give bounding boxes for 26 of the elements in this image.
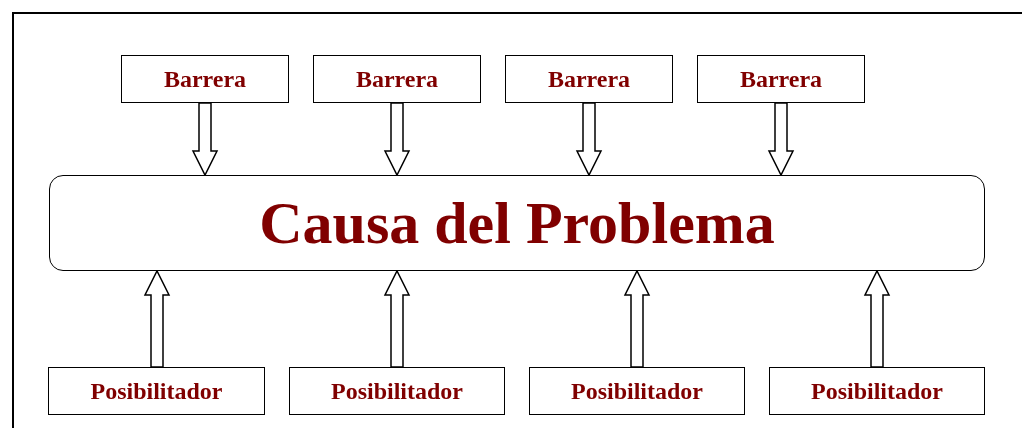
block-arrow: [143, 269, 171, 368]
label-box: [121, 55, 289, 103]
label-box: [313, 55, 481, 103]
label-box: [48, 367, 265, 415]
box-label: Posibilitador: [571, 377, 703, 405]
label-box: [529, 367, 745, 415]
box-label: Posibilitador: [331, 377, 463, 405]
block-arrow: [191, 102, 219, 177]
box-label: Posibilitador: [811, 377, 943, 405]
label-box: [289, 367, 505, 415]
box-label: Posibilitador: [90, 377, 223, 405]
block-arrow: [863, 269, 891, 368]
label-box: [697, 55, 865, 103]
block-arrow: [383, 102, 411, 177]
label-box: [769, 367, 985, 415]
block-arrow: [383, 269, 411, 368]
box-label: Barrera: [547, 65, 631, 93]
block-arrow: [623, 269, 651, 368]
box-label: Barrera: [355, 65, 439, 93]
rounded-box: [49, 175, 985, 271]
box-label: Barrera: [739, 65, 823, 93]
block-arrow: [575, 102, 603, 177]
block-arrow: [767, 102, 795, 177]
box-label: Barrera: [163, 65, 247, 93]
label-box: [505, 55, 673, 103]
box-title: Causa del Problema: [259, 188, 775, 258]
